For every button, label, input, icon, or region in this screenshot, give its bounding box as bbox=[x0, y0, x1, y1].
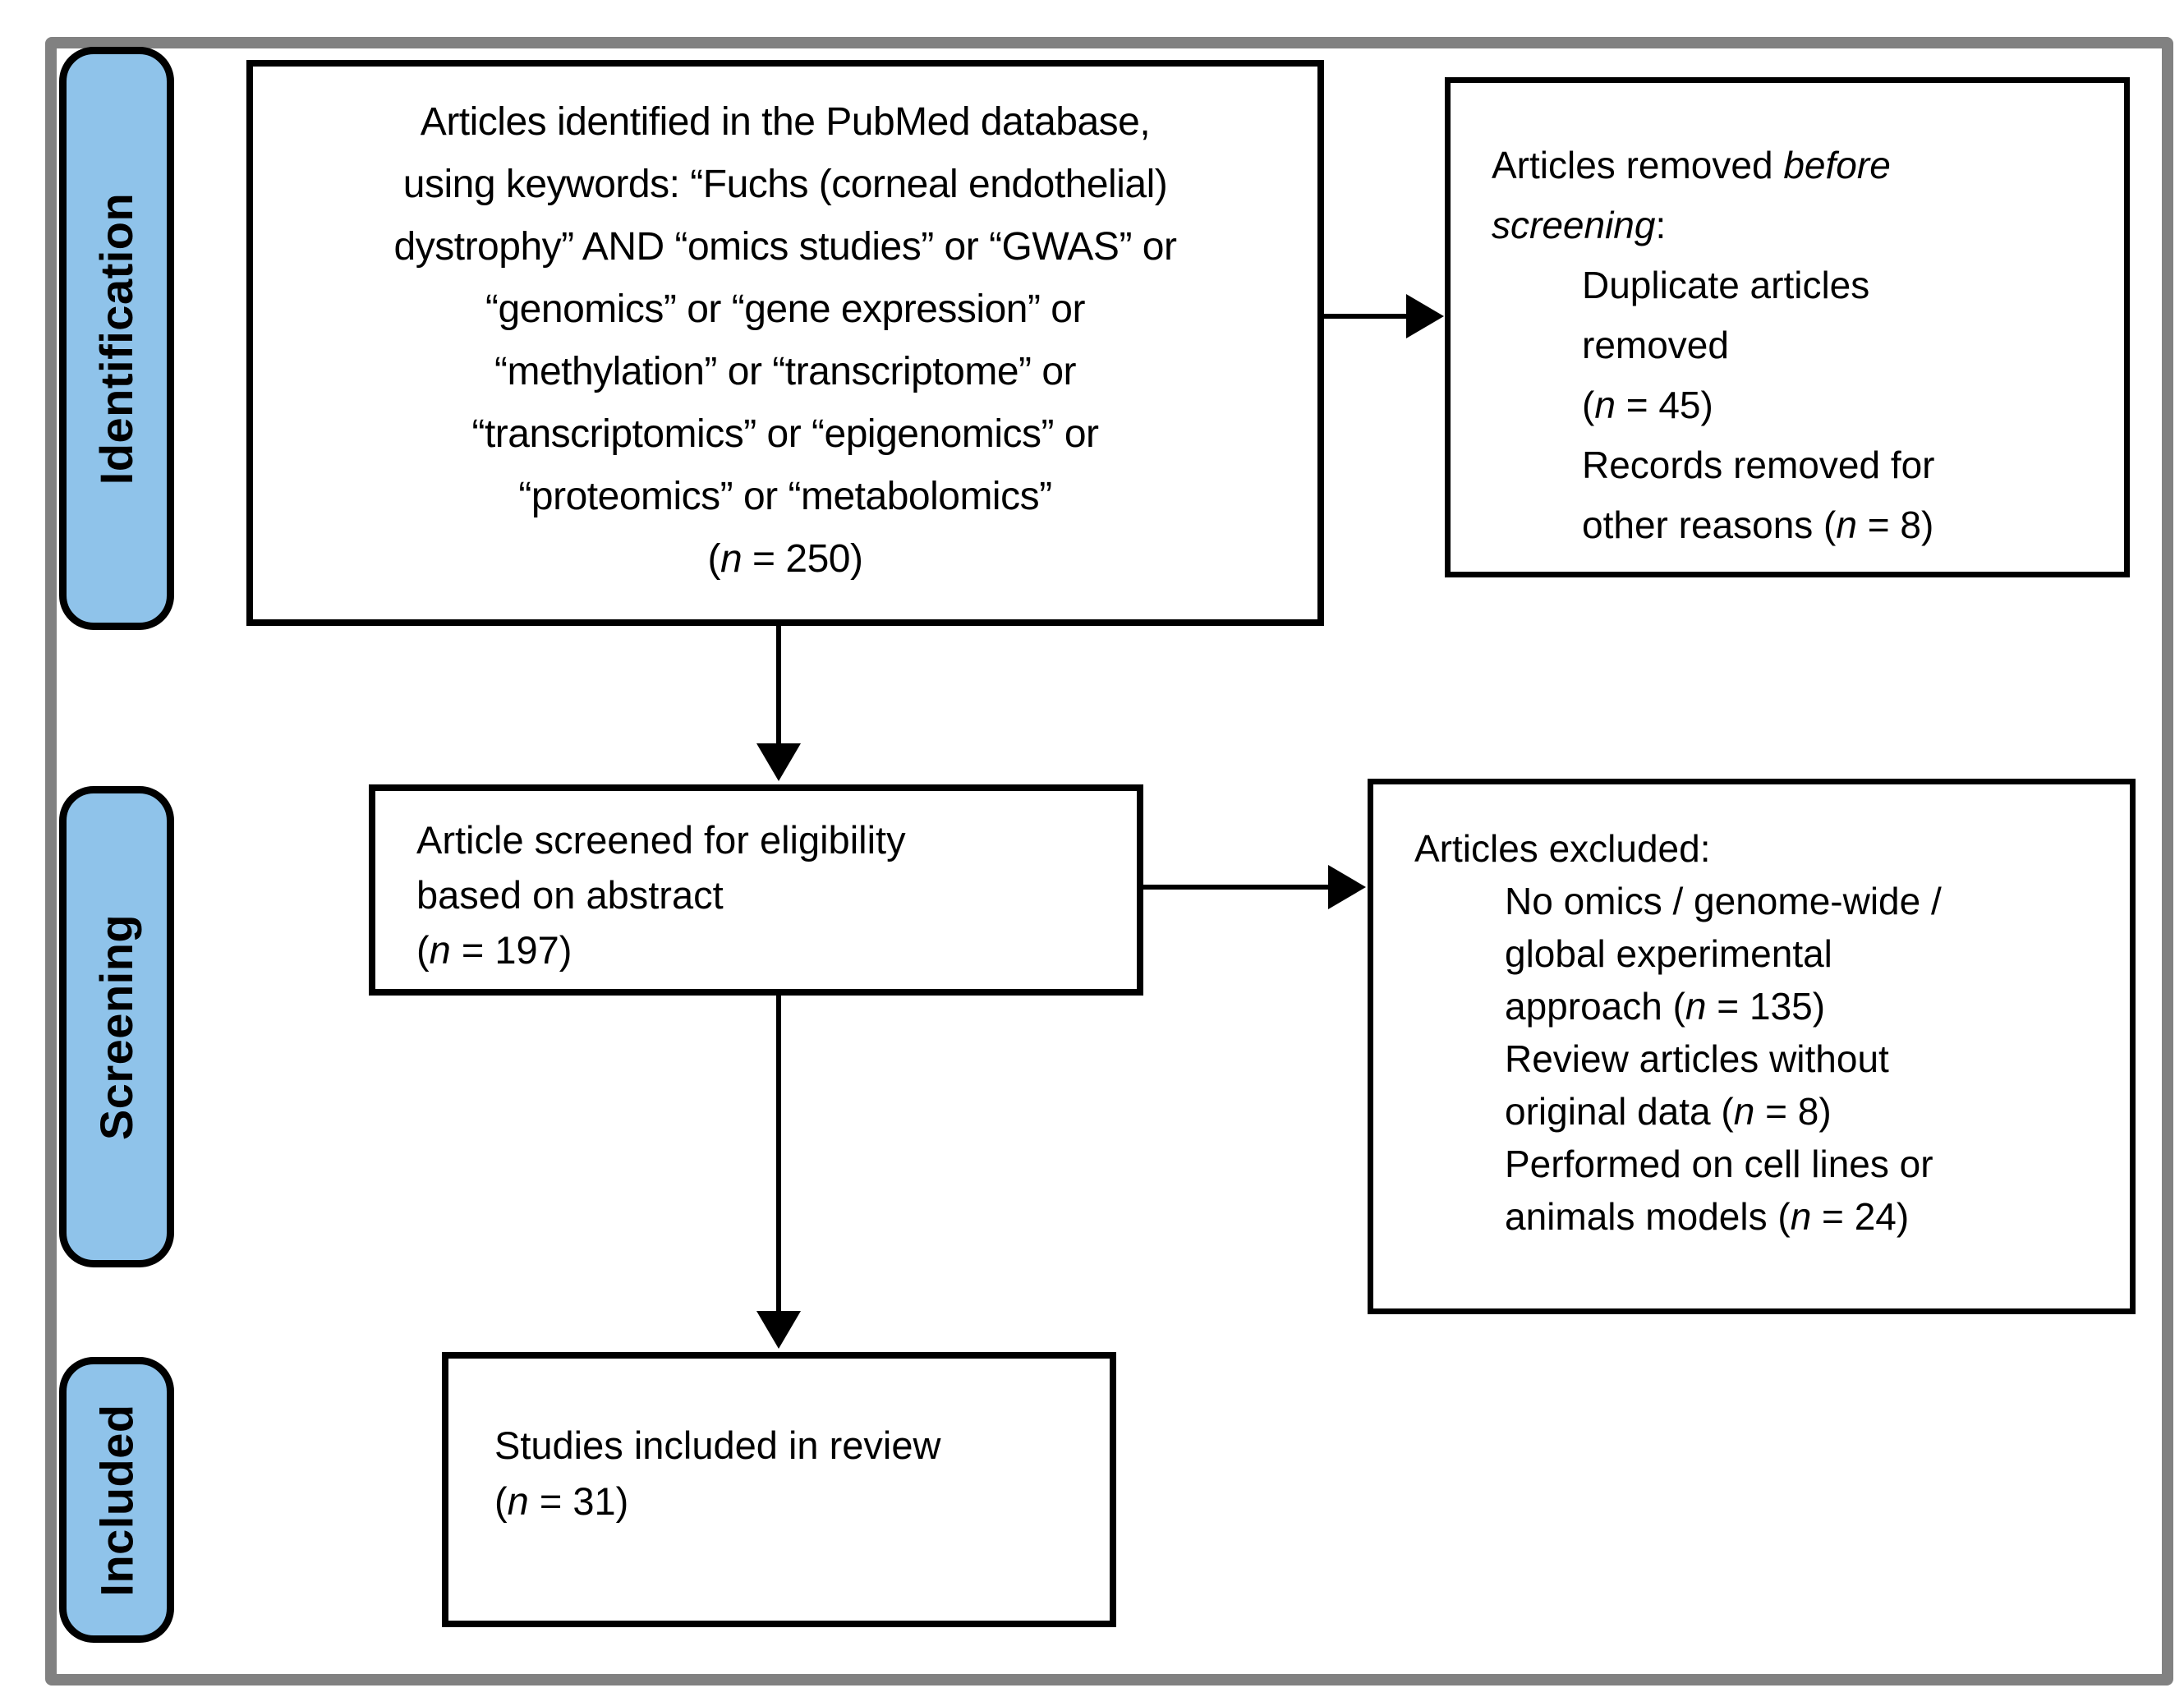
text-line: Records removed for bbox=[1582, 435, 2108, 495]
text-line: (n = 197) bbox=[416, 922, 1120, 977]
text-line: “methylation” or “transcriptome” or bbox=[253, 341, 1317, 403]
text-segment: approach ( bbox=[1505, 985, 1685, 1028]
text-segment: Articles identified in the PubMed databa… bbox=[420, 100, 1151, 144]
text-segment: = 135) bbox=[1706, 985, 1826, 1028]
text-segment: Records removed for bbox=[1582, 444, 1935, 486]
text-segment: No omics / genome-wide / bbox=[1505, 880, 1942, 922]
arrow-identified-to-screened-head bbox=[756, 743, 801, 781]
text-segment: n bbox=[1733, 1090, 1755, 1133]
text-segment: based on abstract bbox=[416, 873, 724, 917]
arrow-identified-to-removed-head bbox=[1406, 294, 1444, 338]
text-line: original data (n = 8) bbox=[1505, 1085, 2113, 1138]
text-segment: n bbox=[1594, 384, 1616, 426]
text-segment: Performed on cell lines or bbox=[1505, 1143, 1933, 1185]
text-line: (n = 45) bbox=[1582, 375, 2108, 435]
arrow-screened-to-included-head bbox=[756, 1311, 801, 1349]
text-segment: using keywords: “Fuchs (corneal endothel… bbox=[402, 163, 1168, 206]
arrow-identified-to-screened-line bbox=[776, 626, 781, 745]
text-line: (n = 31) bbox=[494, 1474, 1093, 1529]
arrow-screened-to-excluded-line bbox=[1143, 885, 1330, 890]
text-segment: “methylation” or “transcriptome” or bbox=[494, 350, 1077, 393]
stage-screening: Screening bbox=[59, 786, 174, 1267]
text-line: Article screened for eligibility bbox=[416, 812, 1120, 867]
text-line: Duplicate articles bbox=[1582, 255, 2108, 315]
text-segment: = 24) bbox=[1811, 1195, 1910, 1238]
text-segment: “transcriptomics” or “epigenomics” or bbox=[471, 412, 1099, 456]
text-segment: = 250) bbox=[742, 537, 863, 581]
stage-label-included: Included bbox=[90, 1403, 143, 1597]
text-segment: ( bbox=[707, 537, 721, 581]
text-segment: Studies included in review bbox=[494, 1423, 941, 1467]
text-segment: animals models ( bbox=[1505, 1195, 1791, 1238]
arrow-screened-to-excluded-head bbox=[1328, 865, 1366, 909]
text-segment: ( bbox=[1582, 384, 1595, 426]
text-segment: = 45) bbox=[1615, 384, 1713, 426]
text-line: screening: bbox=[1492, 195, 2108, 255]
text-segment: : bbox=[1655, 204, 1667, 246]
text-segment: “genomics” or “gene expression” or bbox=[485, 287, 1085, 331]
text-line: other reasons (n = 8) bbox=[1582, 495, 2108, 555]
text-segment: before bbox=[1783, 144, 1891, 186]
box-articles-excluded: Articles excluded: No omics / genome-wide… bbox=[1368, 779, 2136, 1314]
text-line: (n = 250) bbox=[253, 528, 1317, 591]
text-segment: n bbox=[507, 1479, 529, 1523]
text-segment: other reasons ( bbox=[1582, 504, 1837, 546]
text-line: “transcriptomics” or “epigenomics” or bbox=[253, 403, 1317, 466]
text-line: Review articles without bbox=[1505, 1032, 2113, 1085]
text-segment: Duplicate articles bbox=[1582, 264, 1870, 306]
text-line: “genomics” or “gene expression” or bbox=[253, 278, 1317, 341]
text-segment: = 8) bbox=[1754, 1090, 1832, 1133]
text-line: Articles removed before bbox=[1492, 136, 2108, 195]
stage-included: Included bbox=[59, 1357, 174, 1643]
text-line: Articles identified in the PubMed databa… bbox=[253, 91, 1317, 154]
box-studies-included: Studies included in review (n = 31) bbox=[442, 1352, 1116, 1627]
text-line: Articles excluded: bbox=[1414, 822, 2113, 875]
box-articles-screened: Article screened for eligibility based on… bbox=[369, 784, 1143, 996]
text-line: dystrophy” AND “omics studies” or “GWAS”… bbox=[253, 216, 1317, 278]
text-line: Studies included in review bbox=[494, 1418, 1093, 1474]
arrow-screened-to-included-line bbox=[776, 996, 781, 1313]
text-line: using keywords: “Fuchs (corneal endothel… bbox=[253, 154, 1317, 216]
stage-label-screening: Screening bbox=[90, 913, 143, 1140]
stage-label-identification: Identification bbox=[90, 192, 143, 485]
text-segment: = 31) bbox=[528, 1479, 629, 1523]
text-segment: n bbox=[720, 537, 743, 581]
text-segment: Articles removed bbox=[1492, 144, 1784, 186]
text-segment: global experimental bbox=[1505, 932, 1832, 975]
text-segment: n bbox=[429, 928, 451, 972]
text-segment: Articles excluded: bbox=[1414, 827, 1711, 870]
text-segment: removed bbox=[1582, 324, 1729, 366]
text-segment: ( bbox=[494, 1479, 508, 1523]
text-segment: “proteomics” or “metabolomics” bbox=[518, 475, 1052, 518]
text-line: No omics / genome-wide / bbox=[1505, 875, 2113, 927]
box-articles-identified: Articles identified in the PubMed databa… bbox=[246, 60, 1324, 626]
text-segment: ( bbox=[416, 928, 430, 972]
text-segment: n bbox=[1836, 504, 1857, 546]
text-line: Performed on cell lines or bbox=[1505, 1138, 2113, 1190]
text-line: based on abstract bbox=[416, 867, 1120, 922]
text-segment: n bbox=[1685, 985, 1707, 1028]
text-line: animals models (n = 24) bbox=[1505, 1190, 2113, 1243]
text-segment: n bbox=[1790, 1195, 1812, 1238]
text-segment: = 8) bbox=[1856, 504, 1934, 546]
stage-identification: Identification bbox=[59, 47, 174, 630]
text-line: “proteomics” or “metabolomics” bbox=[253, 466, 1317, 528]
text-segment: Review articles without bbox=[1505, 1037, 1889, 1080]
text-segment: original data ( bbox=[1505, 1090, 1734, 1133]
text-segment: Article screened for eligibility bbox=[416, 818, 906, 862]
text-segment: screening bbox=[1492, 204, 1656, 246]
text-line: global experimental bbox=[1505, 927, 2113, 980]
text-line: approach (n = 135) bbox=[1505, 980, 2113, 1032]
arrow-identified-to-removed-line bbox=[1324, 314, 1408, 319]
text-line: removed bbox=[1582, 315, 2108, 375]
figure-frame bbox=[45, 37, 2173, 1686]
text-segment: = 197) bbox=[450, 928, 572, 972]
text-segment: dystrophy” AND “omics studies” or “GWAS”… bbox=[393, 225, 1177, 269]
